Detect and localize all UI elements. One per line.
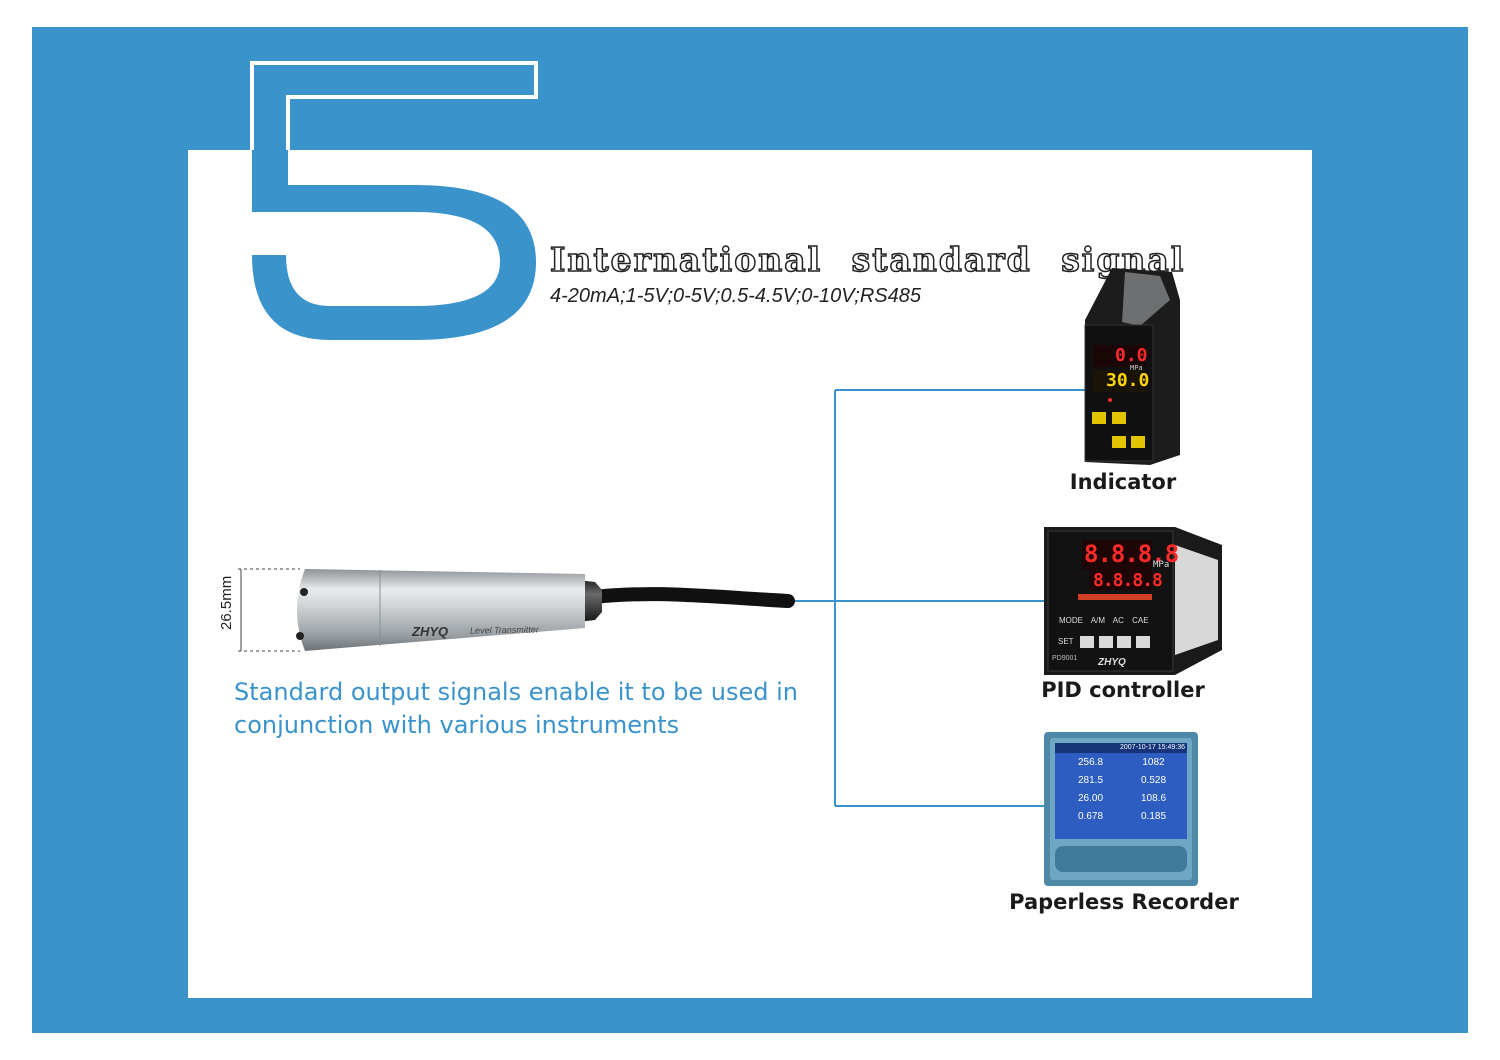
pid-cae-button: CAE xyxy=(1132,616,1149,625)
signal-list: 4-20mA;1-5V;0-5V;0.5-4.5V;0-10V;RS485 xyxy=(550,285,921,307)
caption-text: Standard output signals enable it to be … xyxy=(234,678,798,739)
indicator-label: Indicator xyxy=(1069,470,1177,494)
recorder-value-3: 281.5 xyxy=(1077,775,1104,786)
indicator-display-top: 0.0 xyxy=(1115,345,1148,366)
recorder-value-6: 108.6 xyxy=(1140,793,1167,804)
recorder-value-2: 1082 xyxy=(1142,757,1165,768)
recorder-label: Paperless Recorder xyxy=(1009,890,1239,914)
pid-mode-button: MODE xyxy=(1059,616,1083,625)
indicator-display-bottom: 30.0 xyxy=(1106,370,1150,391)
sensor-brand: ZHYQ xyxy=(412,624,449,639)
pid-model: PD9001 xyxy=(1052,655,1078,662)
recorder-value-4: 0.528 xyxy=(1140,775,1167,786)
pid-pv-display: 8.8.8.8 xyxy=(1084,540,1179,568)
pid-sv-display: 8.8.8.8 xyxy=(1093,570,1163,591)
indicator-unit: MPa xyxy=(1130,364,1143,372)
recorder-value-5: 26.00 xyxy=(1077,793,1104,804)
pid-brand: ZHYQ xyxy=(1098,657,1126,668)
pid-set-button: SET xyxy=(1058,637,1074,646)
pid-am-button: A/M xyxy=(1090,616,1106,625)
recorder-datetime: 2007-10-17 15:49:36 xyxy=(1120,744,1185,751)
pid-unit: MPa xyxy=(1153,560,1170,570)
section-title: International standard signal xyxy=(549,239,1186,280)
recorder-value-7: 0.678 xyxy=(1077,811,1104,822)
recorder-value-1: 256.8 xyxy=(1077,757,1104,768)
recorder-value-8: 0.185 xyxy=(1140,811,1167,822)
pid-ac-button: AC xyxy=(1112,616,1124,625)
pid-label: PID controller xyxy=(1041,678,1205,702)
